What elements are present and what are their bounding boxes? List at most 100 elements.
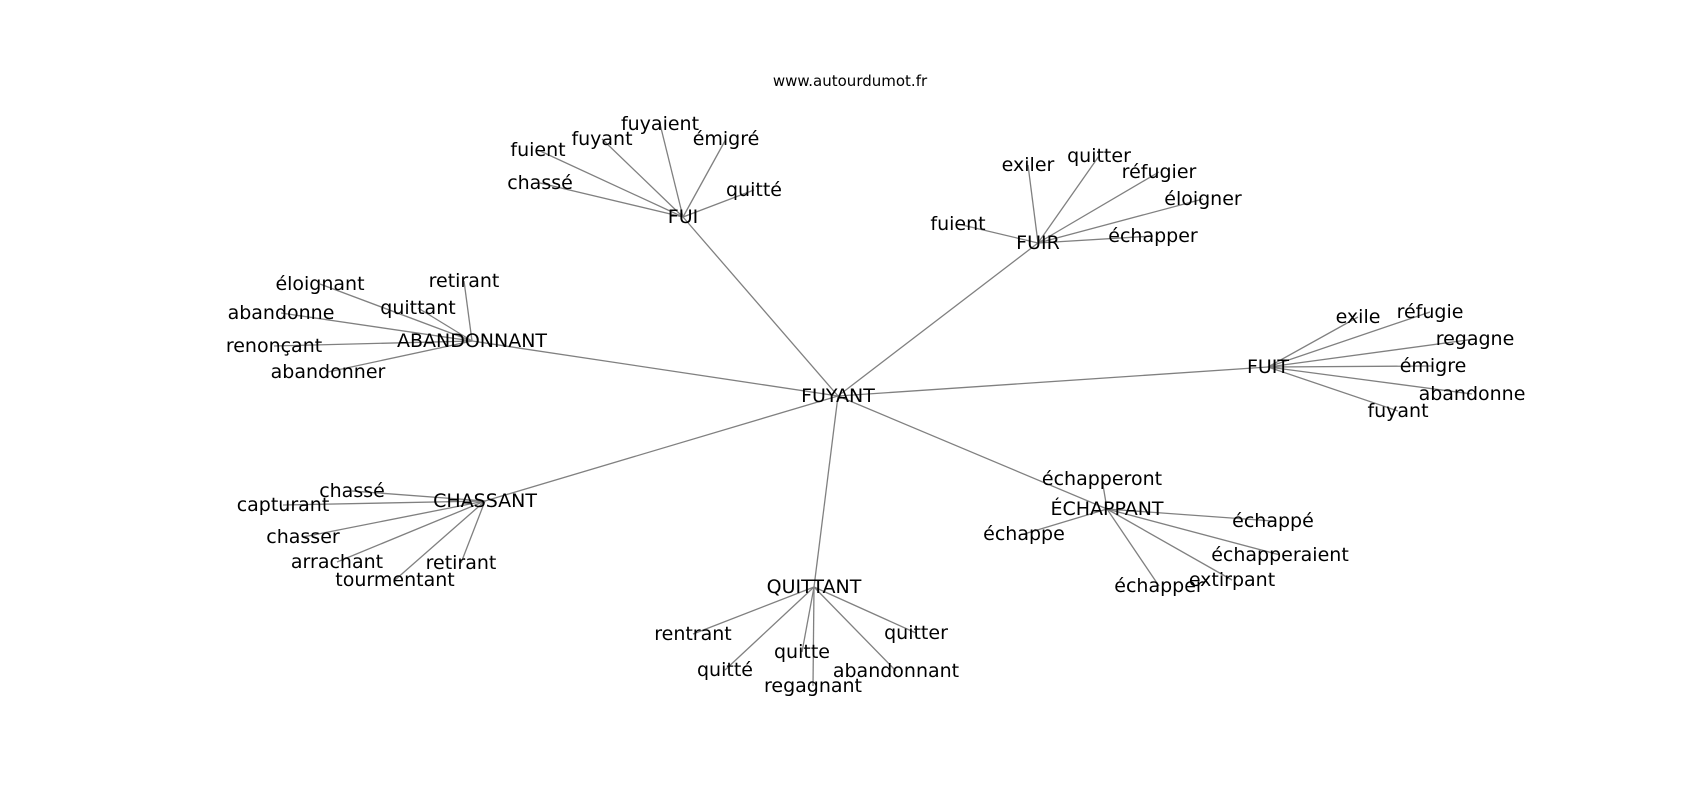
root-hub-edge <box>471 340 839 397</box>
hub-word-edge <box>460 500 486 564</box>
leaf-word-node: exiler <box>1002 154 1055 176</box>
root-hub-edge <box>837 242 1039 397</box>
hub-word-edge <box>319 283 473 342</box>
leaf-word-node: retirant <box>429 270 500 292</box>
leaf-word-node: tourmentant <box>335 569 454 591</box>
leaf-word-node: extirpant <box>1189 569 1275 591</box>
hub-word-edge <box>801 586 815 653</box>
leaf-word-node: quitté <box>697 659 753 681</box>
leaf-word-node: quittant <box>380 297 455 319</box>
hub-word-edge <box>957 223 1039 244</box>
hub-word-edge <box>1037 235 1154 244</box>
root-hub-edge <box>837 395 1108 510</box>
leaf-word-node: chassé <box>507 172 573 194</box>
hub-word-node: FUI <box>668 206 698 228</box>
leaf-word-node: fuyaient <box>621 113 699 135</box>
leaf-word-node: échapperont <box>1042 468 1162 490</box>
hub-word-edge <box>1106 508 1233 581</box>
root-word-node: FUYANT <box>801 385 875 407</box>
hub-word-edge <box>302 500 486 538</box>
leaf-word-node: émigré <box>693 128 760 150</box>
root-hub-edge <box>837 366 1269 397</box>
hub-word-edge <box>659 123 684 218</box>
hub-word-edge <box>1267 338 1476 368</box>
leaf-word-node: émigre <box>1400 355 1467 377</box>
graph-edges <box>273 123 1476 687</box>
leaf-word-node: rentrant <box>654 623 732 645</box>
hub-word-edge <box>1267 316 1359 368</box>
root-hub-edge <box>682 216 839 397</box>
leaf-word-node: réfugie <box>1397 301 1464 323</box>
leaf-word-node: échapperaient <box>1211 544 1349 566</box>
leaf-word-node: échappé <box>1232 510 1314 532</box>
hub-word-edge <box>394 500 486 581</box>
leaf-word-node: quitter <box>884 622 948 644</box>
site-url-label: www.autourdumot.fr <box>772 72 928 90</box>
hub-word-node: ÉCHAPPANT <box>1050 497 1163 520</box>
hub-word-edge <box>463 280 473 342</box>
leaf-word-node: fuient <box>510 139 565 161</box>
leaf-word-node: échappe <box>983 523 1065 545</box>
hub-word-edge <box>282 500 486 506</box>
hub-word-edge <box>682 138 727 218</box>
hub-word-edge <box>813 586 897 672</box>
hub-word-edge <box>1267 311 1431 368</box>
hub-word-edge <box>273 340 473 347</box>
leaf-word-node: exile <box>1336 306 1381 328</box>
root-hub-edge <box>813 395 839 588</box>
hub-word-edge <box>1106 508 1281 556</box>
leaf-word-node: échapper <box>1114 575 1204 597</box>
hub-word-edge <box>1106 508 1160 587</box>
hub-word-edge <box>1037 155 1100 244</box>
hub-word-edge <box>336 500 486 563</box>
leaf-word-node: chasser <box>266 526 340 548</box>
hub-word-edge <box>1106 508 1274 522</box>
hub-word-node: FUIT <box>1247 356 1289 378</box>
leaf-word-node: quitte <box>774 641 830 663</box>
leaf-word-node: regagne <box>1436 328 1515 350</box>
leaf-word-node: quitté <box>726 179 782 201</box>
leaf-word-node: regagnant <box>764 675 862 697</box>
hub-word-node: QUITTANT <box>767 576 862 598</box>
root-hub-edge <box>484 395 839 502</box>
leaf-word-node: fuyant <box>571 128 632 150</box>
hub-word-edge <box>280 312 473 342</box>
leaf-word-node: chassé <box>319 480 385 502</box>
hub-word-edge <box>813 586 917 634</box>
hub-word-edge <box>537 149 684 218</box>
hub-word-edge <box>1267 365 1434 368</box>
leaf-word-node: fuient <box>930 213 985 235</box>
hub-word-edge <box>601 138 684 218</box>
leaf-word-node: abandonnant <box>833 660 959 682</box>
leaf-word-node: abandonne <box>1419 383 1526 405</box>
leaf-word-node: abandonner <box>271 361 386 383</box>
leaf-word-node: renonçant <box>226 335 322 357</box>
leaf-word-node: éloignant <box>275 273 364 295</box>
hub-word-edge <box>327 340 473 373</box>
hub-word-node: CHASSANT <box>433 490 537 512</box>
leaf-word-node: arrachant <box>291 551 383 573</box>
hub-word-edge <box>417 307 473 342</box>
hub-word-edge <box>1267 366 1399 412</box>
leaf-word-node: capturant <box>237 494 330 516</box>
hub-word-edge <box>1101 478 1108 510</box>
hub-word-edge <box>1023 508 1108 535</box>
leaf-word-node: abandonne <box>228 302 335 324</box>
hub-word-node: ABANDONNANT <box>397 330 547 352</box>
hub-word-edge <box>682 189 755 218</box>
hub-word-node: FUIR <box>1016 232 1060 254</box>
leaf-word-node: échapper <box>1108 225 1198 247</box>
hub-word-edge <box>539 182 684 218</box>
leaf-word-node: fuyant <box>1367 400 1428 422</box>
hub-word-edge <box>812 586 815 687</box>
hub-word-edge <box>1267 366 1473 395</box>
leaf-word-node: quitter <box>1067 145 1131 167</box>
hub-word-edge <box>1037 171 1160 244</box>
hub-word-edge <box>724 586 815 671</box>
hub-word-edge <box>692 586 815 635</box>
leaf-word-node: réfugier <box>1122 161 1197 183</box>
leaf-word-node: retirant <box>426 552 497 574</box>
leaf-word-node: éloigner <box>1164 188 1242 210</box>
